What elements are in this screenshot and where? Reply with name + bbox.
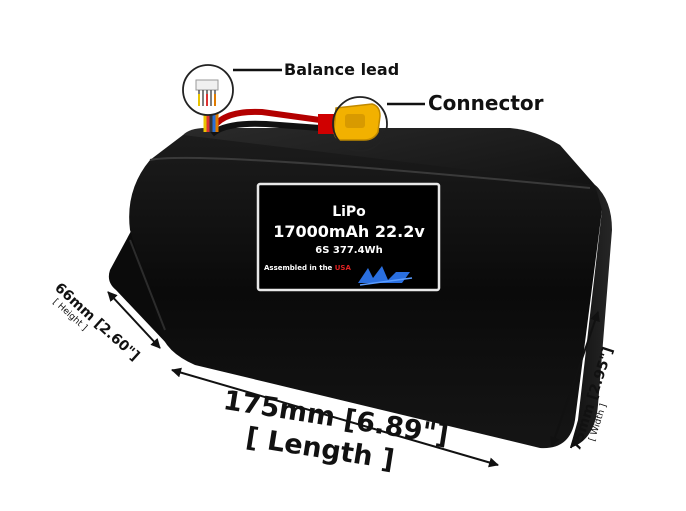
width-arrow (550, 311, 600, 447)
battery-label: LiPo 17000mAh 22.2v 6S 377.4Wh Assembled… (256, 182, 441, 292)
label-cells-energy: 6S 377.4Wh (315, 245, 382, 256)
label-chemistry: LiPo (332, 204, 366, 220)
connector-label: Connector (428, 91, 544, 115)
label-assembled: Assembled in the USA (264, 264, 351, 272)
balance-lead-label: Balance lead (284, 60, 400, 79)
connector-callout (332, 96, 425, 152)
maxamps-logo (358, 266, 413, 286)
height-arrow (107, 291, 161, 349)
label-capacity-voltage: 17000mAh 22.2v (273, 222, 425, 241)
length-arrow (171, 367, 499, 468)
xt-connector (333, 103, 381, 141)
balance-lead-callout (182, 64, 282, 116)
